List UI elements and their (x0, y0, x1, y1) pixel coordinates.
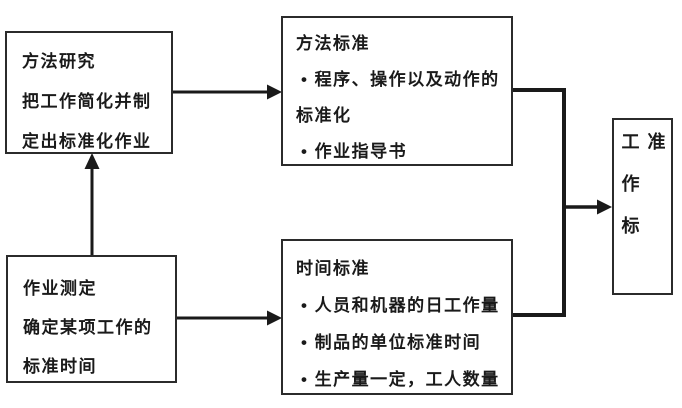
method-study-line: 把工作简化并制 (22, 92, 152, 111)
work-measurement-line: 确定某项工作的 (23, 318, 153, 337)
work-measurement-line: 标准时间 (23, 357, 97, 376)
box-time-standard: 时间标准 • 人员和机器的日工作量 • 制品的单位标准时间 • 生产量一定，工人… (281, 239, 513, 395)
connector-standards-merge (513, 88, 566, 317)
arrowhead-into-work-standard (597, 199, 612, 215)
time-standard-bullet: • 制品的单位标准时间 (301, 333, 482, 352)
arrowhead-right-top (267, 84, 282, 100)
time-standard-title: 时间标准 (296, 259, 370, 278)
time-standard-bullet: • 生产量一定，工人数量 (301, 370, 500, 389)
method-standard-bullet: • 程序、操作以及动作的 (301, 70, 500, 89)
method-standard-bullet: • 作业指导书 (301, 142, 408, 161)
arrowhead-up (84, 153, 100, 169)
method-standard-line: 标准化 (296, 106, 352, 125)
arrowhead-right-bottom (267, 310, 282, 326)
work-measurement-title: 作业测定 (23, 279, 97, 298)
work-standard-title: 工作标准 (619, 132, 666, 258)
box-method-study: 方法研究 把工作简化并制 定出标准化作业 (5, 31, 173, 154)
method-study-title: 方法研究 (22, 52, 96, 71)
box-method-standard: 方法标准 • 程序、操作以及动作的 标准化 • 作业指导书 (281, 16, 513, 166)
box-work-measurement: 作业测定 确定某项工作的 标准时间 (6, 255, 177, 383)
method-study-line: 定出标准化作业 (22, 132, 152, 151)
box-work-standard: 工作标准 (612, 118, 673, 295)
method-standard-title: 方法标准 (296, 34, 370, 53)
time-standard-bullet: • 人员和机器的日工作量 (301, 296, 500, 315)
